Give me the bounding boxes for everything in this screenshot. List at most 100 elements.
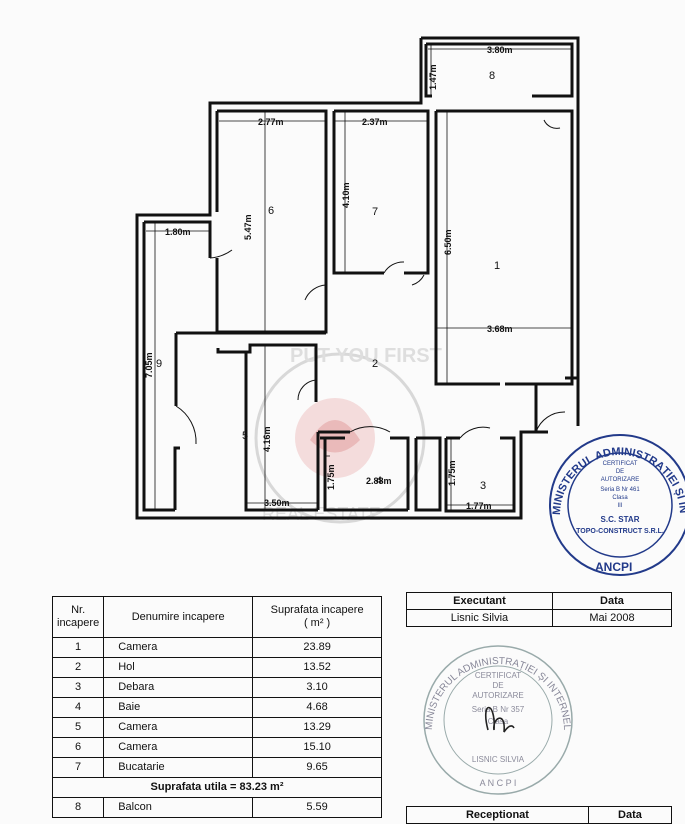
header-area-label: Suprafata incapere bbox=[270, 604, 364, 616]
executant-table: Executant Data Lisnic Silvia Mai 2008 bbox=[406, 592, 673, 627]
header-nr: Nr. incapere bbox=[51, 596, 105, 638]
stamp-name: LISNIC SILVIA bbox=[472, 755, 525, 764]
room-number: 5 bbox=[242, 430, 248, 442]
watermark: PUT YOU FIRST REAL ESTATE bbox=[254, 345, 442, 524]
dim-label: 1.47m bbox=[428, 64, 438, 90]
cell-area: 9.65 bbox=[252, 757, 382, 778]
stamp-company: TOPO-CONSTRUCT S.R.L. bbox=[576, 528, 664, 535]
executant-header-row: Executant Data bbox=[406, 592, 673, 610]
dim-label: 1.75m bbox=[447, 460, 457, 486]
cell-nr: 5 bbox=[51, 717, 105, 738]
cell-name: Debara bbox=[103, 677, 254, 698]
stamp-cert-line: Seria B Nr 461 bbox=[600, 487, 640, 493]
cell-area: 23.89 bbox=[252, 637, 382, 658]
dimension-labels: 3.80m 1.47m 2.77m 2.37m 4.10m 5.47m 6.50… bbox=[144, 45, 513, 511]
cell-nr: 8 bbox=[51, 797, 105, 818]
stamp-cert-line: Seria B Nr 357 bbox=[472, 705, 525, 714]
room-numbers: 1 2 3 4 5 6 7 8 9 bbox=[156, 70, 500, 492]
room-number: 9 bbox=[156, 358, 162, 370]
cell-name: Camera bbox=[103, 637, 254, 658]
stamp-cert-line: III bbox=[617, 503, 622, 509]
cell-name: Baie bbox=[103, 697, 254, 718]
date-header: Data bbox=[587, 806, 673, 824]
table-header-row: Nr. incapere Denumire incapere Suprafata… bbox=[51, 596, 382, 638]
dim-label: 2.88m bbox=[366, 476, 392, 486]
dim-label: 5.47m bbox=[243, 214, 253, 240]
stamp-company: S.C. STAR bbox=[601, 515, 640, 524]
stamp-cert-line: CERTIFICAT bbox=[603, 461, 638, 467]
dim-label: 4.10m bbox=[341, 182, 351, 208]
header-name: Denumire incapere bbox=[103, 596, 254, 638]
dim-label: 4.16m bbox=[262, 426, 272, 452]
cell-area: 3.10 bbox=[252, 677, 382, 698]
dim-label: 7.05m bbox=[144, 352, 154, 378]
dim-label: 6.50m bbox=[443, 229, 453, 255]
doors bbox=[175, 119, 566, 445]
dim-label: 3.50m bbox=[264, 498, 290, 508]
room-number: 4 bbox=[376, 475, 382, 487]
executant-header: Executant bbox=[406, 592, 553, 610]
dim-label: 2.77m bbox=[258, 117, 284, 127]
dim-label: 2.37m bbox=[362, 117, 388, 127]
stamp-cert-line: DE bbox=[616, 469, 624, 475]
room-number: 6 bbox=[268, 205, 274, 217]
stamp-cert-line: Clasa bbox=[488, 717, 509, 726]
stamp-bottom-text: A N C P I bbox=[480, 778, 517, 788]
cell-name: Bucatarie bbox=[103, 757, 254, 778]
executant-date: Mai 2008 bbox=[551, 609, 673, 627]
total-row: Suprafata utila = 83.23 m² bbox=[52, 777, 382, 798]
header-area: Suprafata incapere( m² ) bbox=[252, 596, 382, 638]
receptionat-table: Receptionat Data bbox=[406, 806, 673, 824]
cell-nr: 2 bbox=[51, 657, 105, 678]
stamp-bottom-text: ANCPI bbox=[595, 560, 632, 574]
rooms-table: Nr. incapere Denumire incapere Suprafata… bbox=[51, 596, 382, 818]
stamp-cert-line: AUTORIZARE bbox=[472, 691, 523, 700]
stamp-cert-line: AUTORIZARE bbox=[601, 477, 640, 483]
room-number: 8 bbox=[489, 70, 495, 82]
room-number: 7 bbox=[372, 206, 378, 218]
cell-nr: 3 bbox=[51, 677, 105, 698]
surveyor-stamp: MINISTERUL ADMINISTRAȚIEI ȘI INTERNELOR … bbox=[418, 640, 573, 795]
cell-area: 15.10 bbox=[252, 737, 382, 758]
dim-label: 1.75m bbox=[326, 464, 336, 490]
dim-label: 3.80m bbox=[487, 45, 513, 55]
total-area: Suprafata utila = 83.23 m² bbox=[52, 777, 382, 798]
receptionat-header: Receptionat bbox=[406, 806, 589, 824]
dim-label: 1.80m bbox=[165, 227, 191, 237]
cadastre-stamp-top: MINISTERUL ADMINISTRAȚIEI ȘI INTERNELOR … bbox=[540, 420, 685, 576]
room-number: 2 bbox=[372, 358, 378, 370]
cell-area: 13.52 bbox=[252, 657, 382, 678]
executant-name: Lisnic Silvia bbox=[406, 609, 553, 627]
cell-area: 5.59 bbox=[252, 797, 382, 818]
cell-name: Balcon bbox=[103, 797, 254, 818]
walls bbox=[135, 36, 580, 520]
date-header: Data bbox=[551, 592, 673, 610]
cell-nr: 4 bbox=[51, 697, 105, 718]
header-area-unit: ( m² ) bbox=[303, 617, 331, 629]
stamp-cert-line: DE bbox=[492, 681, 503, 690]
cell-name: Camera bbox=[103, 717, 254, 738]
stamp-cert-line: CERTIFICAT bbox=[475, 671, 521, 680]
cell-nr: 7 bbox=[51, 757, 105, 778]
room-number: 3 bbox=[480, 480, 486, 492]
cell-area: 13.29 bbox=[252, 717, 382, 738]
cell-nr: 1 bbox=[51, 637, 105, 658]
stamp-cert-line: Clasa bbox=[612, 495, 628, 501]
dim-label: 3.68m bbox=[487, 324, 513, 334]
cell-name: Hol bbox=[103, 657, 254, 678]
cell-nr: 6 bbox=[51, 737, 105, 758]
receptionat-header-row: Receptionat Data bbox=[406, 806, 673, 824]
room-number: 1 bbox=[494, 260, 500, 272]
executant-row: Lisnic Silvia Mai 2008 bbox=[406, 609, 673, 627]
dim-label: 1.77m bbox=[466, 501, 492, 511]
watermark-top: PUT YOU FIRST bbox=[290, 345, 442, 367]
cell-name: Camera bbox=[103, 737, 254, 758]
